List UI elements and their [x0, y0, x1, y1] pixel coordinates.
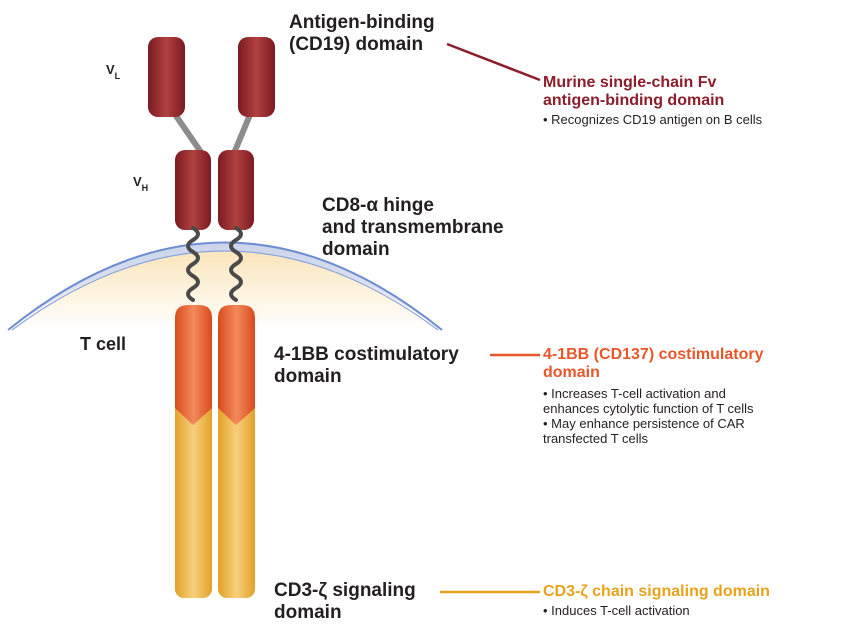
vl-domain-left	[148, 37, 185, 117]
vh-domain-left	[175, 150, 211, 230]
t-cell-membrane	[7, 241, 443, 331]
hinge-transmembrane-springs	[186, 226, 243, 302]
t-cell-label: T cell	[80, 334, 127, 354]
scfv-annotation-bullets: • Recognizes CD19 antigen on B cells	[543, 112, 763, 127]
connector-scfv	[446, 42, 541, 82]
signaling-label: CD3-ζ signaling domain	[274, 580, 416, 623]
cd3z-domain-right	[218, 395, 255, 598]
costim-annotation-bullets: • Increases T-cell activation and enhanc…	[543, 386, 754, 446]
antigen-binding-label: Antigen-binding (CD19) domain	[289, 12, 435, 55]
vl-label: VL	[106, 62, 121, 81]
cd3z-domain-left	[175, 395, 212, 598]
costim-label: 4-1BB costimulatory domain	[274, 344, 459, 387]
vl-domain-right	[238, 37, 275, 117]
vh-domain-right	[218, 150, 254, 230]
4-1bb-domain-left	[175, 305, 212, 425]
vh-label: VH	[133, 174, 149, 193]
cd3z-annotation-title: CD3-ζ chain signaling domain	[543, 583, 770, 600]
4-1bb-domain-right	[218, 305, 255, 425]
cd3z-annotation-bullets: • Induces T-cell activation	[543, 603, 690, 618]
scfv-annotation-title: Murine single-chain Fv antigen-binding d…	[543, 74, 725, 109]
hinge-label: CD8-α hinge and transmembrane domain	[322, 195, 504, 260]
costim-annotation-title: 4-1BB (CD137) costimulatory domain	[543, 346, 764, 381]
